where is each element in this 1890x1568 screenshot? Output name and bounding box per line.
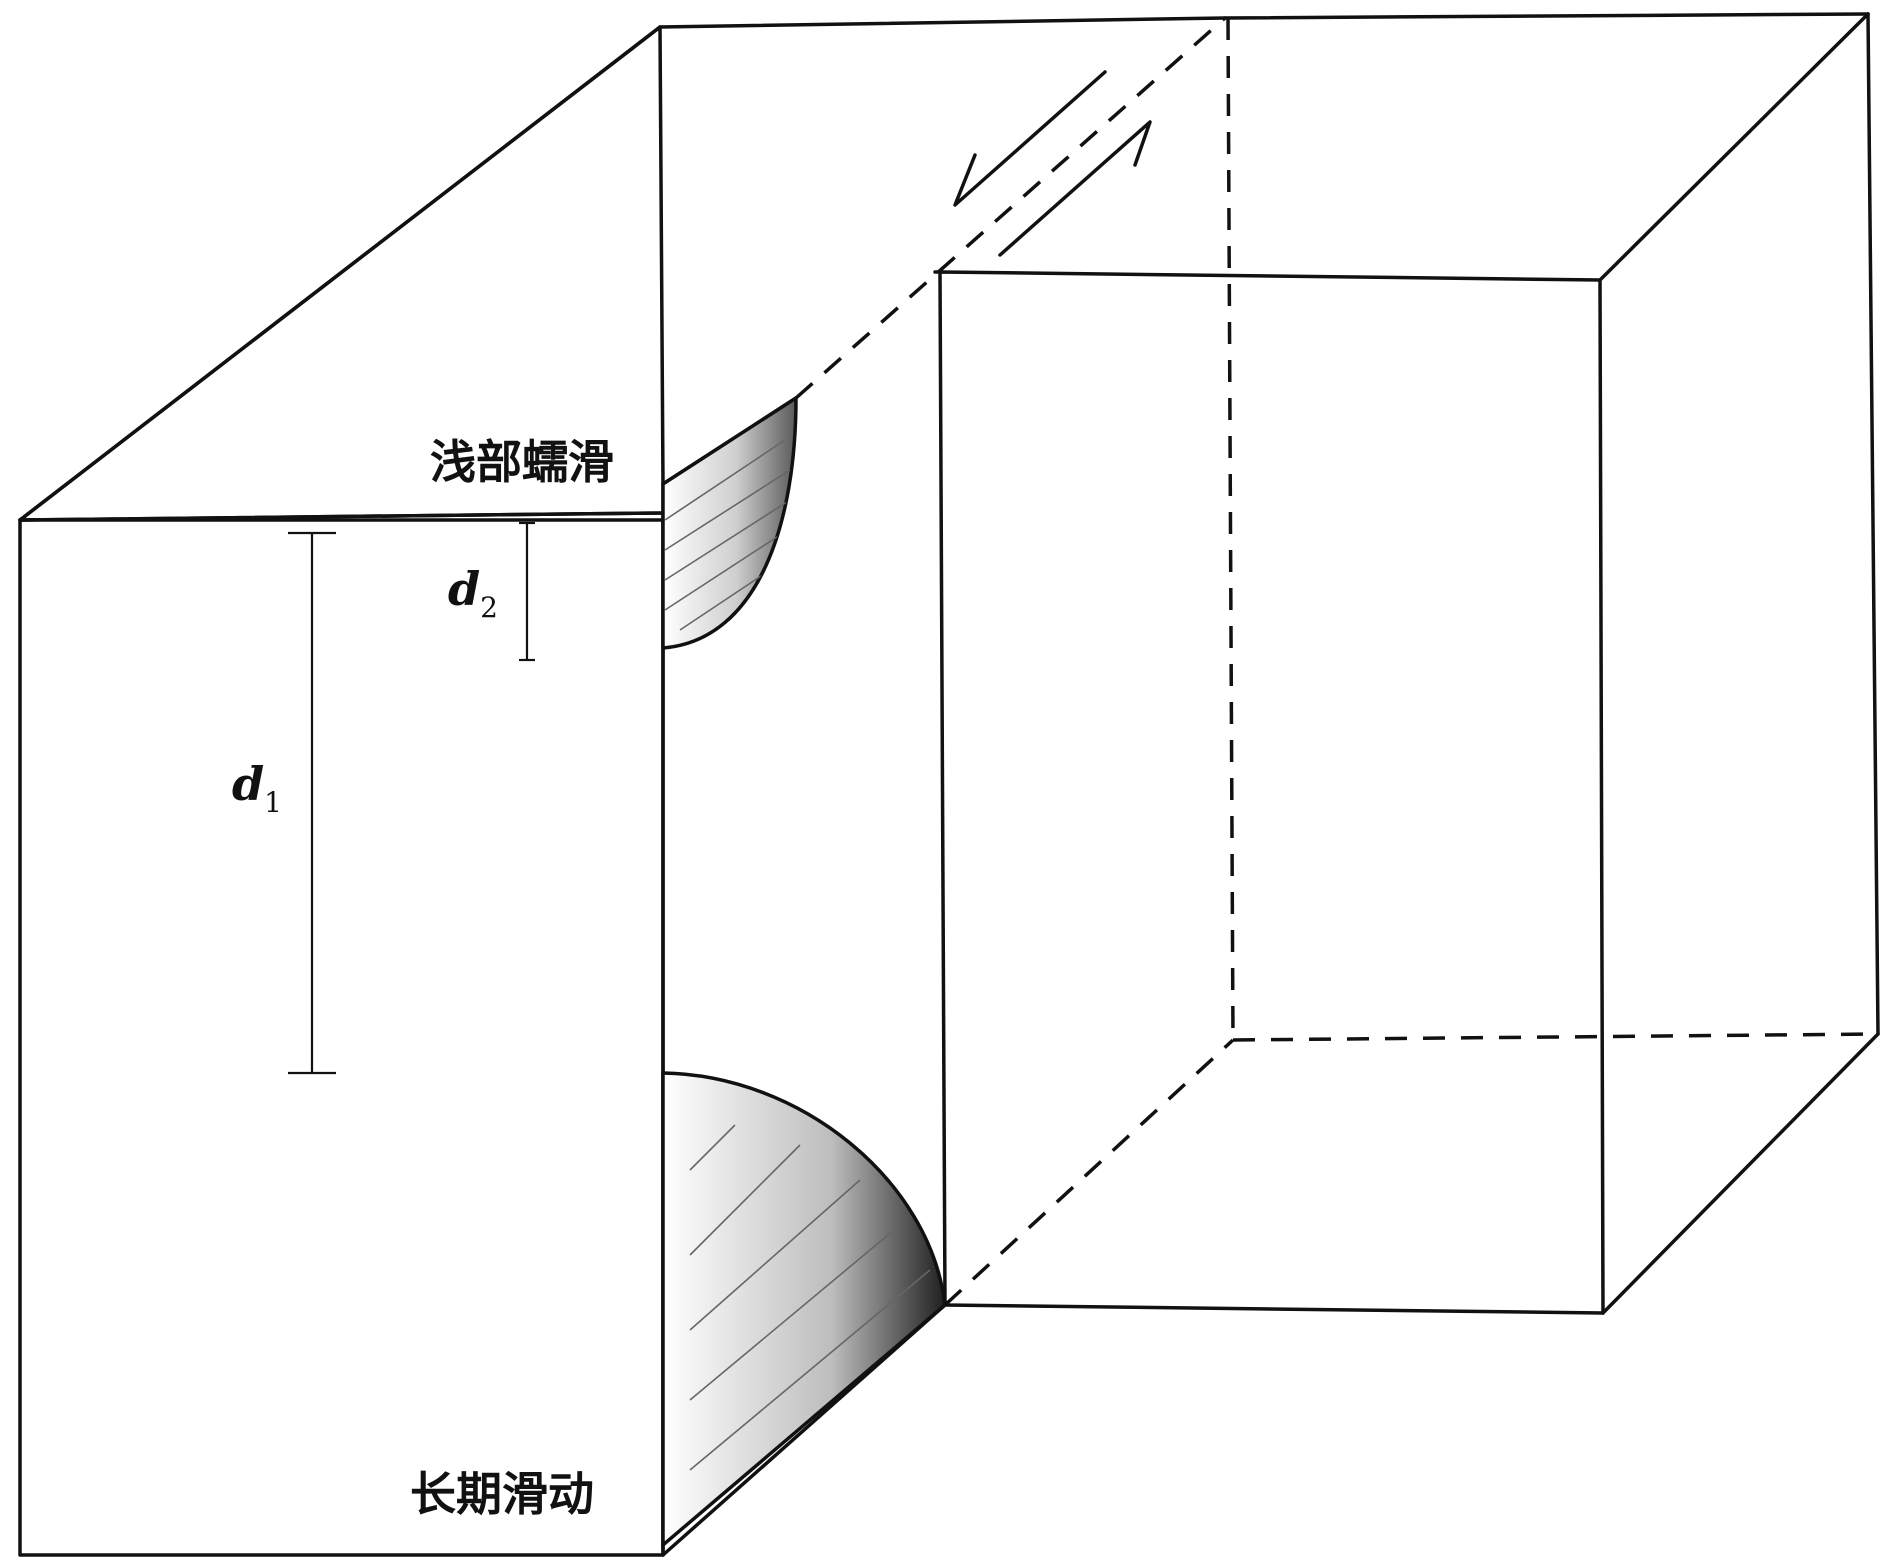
left-moving-arrow-icon — [953, 70, 1107, 207]
left-block-top-near-edge — [18, 511, 665, 522]
label-d2: d2 — [448, 562, 498, 624]
slip-sense-arrows — [953, 70, 1152, 257]
label-long-term-slip: 长期滑动 — [410, 1467, 594, 1521]
right-block-top-side-edge — [1598, 12, 1870, 282]
shallow-creep-shape — [661, 394, 798, 650]
long-term-slip-shape — [661, 1071, 947, 1549]
right-moving-arrow-icon — [998, 120, 1152, 257]
right-block-back-right-edge — [1866, 12, 1880, 1036]
hidden-vertical-edge — [1226, 17, 1235, 1041]
right-block — [933, 12, 1880, 1315]
left-block-front-face — [18, 518, 665, 1557]
right-block-top-back-edge — [1223, 12, 1870, 20]
left-block-top-far-edge — [658, 16, 1227, 29]
depth-bar-d1 — [288, 531, 336, 1075]
right-block-front-face — [938, 270, 1605, 1315]
left-block — [18, 16, 1227, 1557]
long-term-slip-patch — [661, 1071, 947, 1549]
left-block-top-back-edge — [18, 25, 662, 522]
hidden-bottom-back-edge — [1232, 1032, 1879, 1042]
label-d1: d1 — [232, 757, 282, 819]
label-shallow-creep: 浅部蠕滑 — [430, 435, 614, 489]
fault-top-edge-dashed — [794, 16, 1227, 400]
depth-bar-d2 — [519, 521, 535, 662]
right-block-bottom-side-edge — [1601, 1032, 1880, 1315]
shallow-creep-patch — [661, 394, 798, 650]
hidden-bottom-side-edge — [943, 1038, 1235, 1307]
